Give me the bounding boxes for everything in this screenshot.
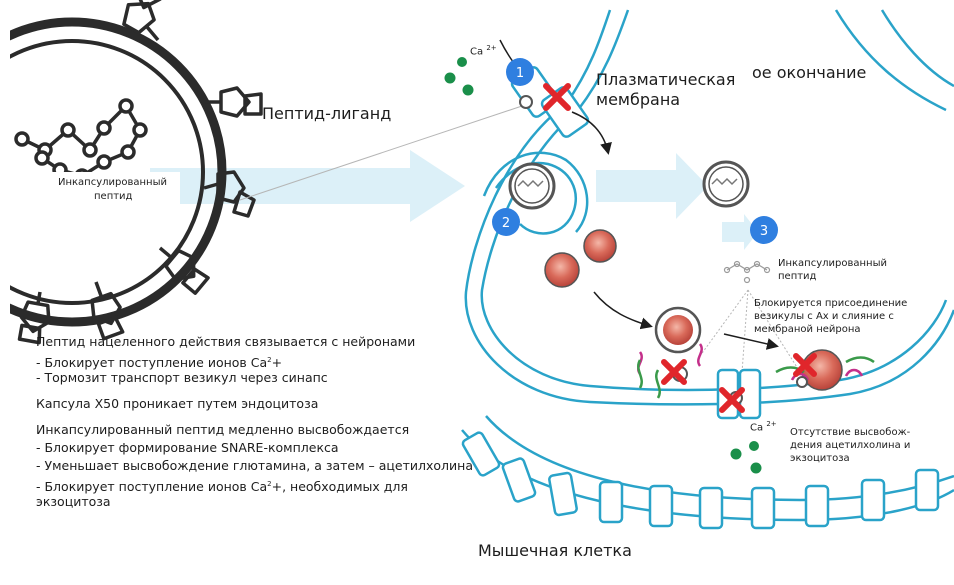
flow-arrow-left [150,150,465,222]
description-line: Инкапсулированный пептид медленно высвоб… [36,422,410,437]
muscle-cell-label: Мышечная клетка [478,541,632,560]
svg-text:1: 1 [516,66,524,81]
no-release-label-1: Отсутствие высвобож- [790,427,911,438]
blocked-fusion-label-1: Блокируется присоединение [754,298,908,309]
capsule-released [702,160,750,208]
peptide-ligand-label: Пептид-лиганд [262,104,392,123]
blocked-fusion-label-3: мембраной нейрона [754,324,861,335]
calcium-ion-icon [444,57,762,474]
description-line: - Блокирует поступление ионов Ca2+ [36,355,283,371]
mechanism-description: Пептид нацеленного действия связывается … [36,333,476,511]
description-line: - Тормозит транспорт везикул через синап… [36,370,328,385]
no-release-label-2: дения ацетилхолина и [790,440,911,451]
capsule [0,0,227,585]
description-line: - Блокирует поступление ионов Ca2+, необ… [36,479,408,495]
no-release-label-3: экзоцитоза [790,453,850,464]
description-line: - Уменьшает высвобождение глютамина, а з… [36,458,473,473]
encapsulated-peptide-chain [14,98,148,184]
flow-arrow-middle [596,153,708,219]
step-marker-1: 1 [506,58,534,86]
encapsulated-peptide-right-label-1: Инкапсулированный [778,258,887,269]
calcium-top-label: Ca 2+ [470,44,497,58]
bound-peptide-icon [519,95,808,405]
block-x-icon [543,83,817,413]
blocked-fusion-label-2: везикулы с Ах и слияние с [754,311,894,322]
free-peptide-icon [723,260,771,284]
plasma-membrane-label-2: мембрана [596,90,681,109]
description-line: Пептид нацеленного действия связывается … [36,334,416,349]
description-line: Капсула X50 проникает путем эндоцитоза [36,396,319,411]
nerve-ending-label: ое окончание [752,63,867,82]
muscle-receptors [461,431,940,530]
vesicle-icon [544,229,843,391]
arrow-icon [499,39,779,350]
svg-text:3: 3 [760,224,768,239]
description-line: экзоцитоза [36,494,111,509]
calcium-bottom-label: Ca 2+ [750,420,777,434]
encapsulated-peptide-left-label-1: Инкапсулированный [58,177,167,188]
plasma-membrane-label-1: Плазматическая [596,70,736,89]
encapsulated-peptide-right-label-2: пептид [778,271,817,282]
step-marker-3: 3 [750,216,778,244]
step-marker-2: 2 [492,208,520,236]
capsule-endocytosed [508,162,556,210]
encapsulated-peptide-left-label-2: пептид [94,191,133,202]
calcium-channel-bottom [716,368,762,420]
encapsulated-peptide-label-bg [32,172,180,206]
description-line: - Блокирует формирование SNARE-комплекса [36,440,339,455]
svg-text:2: 2 [502,216,510,231]
